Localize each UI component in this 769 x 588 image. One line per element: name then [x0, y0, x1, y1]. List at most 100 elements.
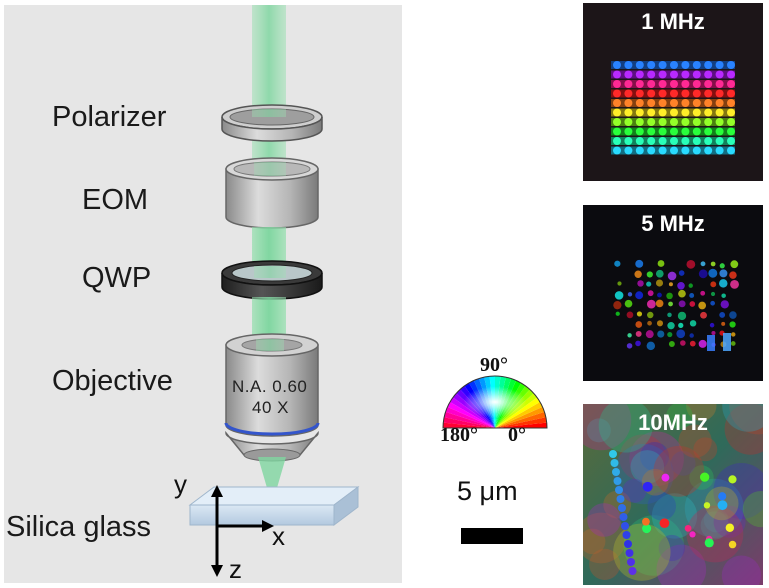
map-dot [613, 80, 621, 88]
map-dot [647, 89, 656, 98]
map-dot [635, 146, 644, 155]
map-dot [610, 459, 619, 467]
map-dot [681, 137, 690, 145]
map-dot [613, 108, 621, 117]
map-dot [624, 89, 633, 98]
map-dot [657, 292, 662, 298]
map-dot [681, 99, 690, 107]
map-dot [646, 281, 652, 287]
wheel-90-label: 90° [480, 354, 508, 376]
map-dot [698, 269, 708, 279]
map-dot [647, 137, 656, 145]
map-dot [624, 118, 633, 126]
map-dot [635, 99, 644, 107]
map-dot [731, 332, 736, 337]
map-dot [642, 523, 652, 534]
map-dot [624, 540, 632, 548]
map-dot [710, 300, 716, 306]
map-dot [627, 333, 632, 338]
map-dot [715, 118, 724, 126]
map-dot [678, 300, 686, 308]
map-dot [647, 70, 656, 79]
scale-bar [461, 528, 523, 544]
map-dot [681, 108, 690, 117]
map-dot [715, 108, 724, 117]
map-dot [624, 80, 633, 88]
map-dot [647, 311, 654, 319]
objective-label: Objective [52, 365, 173, 397]
map-dot [661, 473, 670, 482]
map-dot [681, 127, 690, 136]
map-dot [635, 340, 641, 347]
axis-y-label: y [174, 469, 187, 499]
polarizer-label: Polarizer [52, 101, 167, 133]
map-dot [612, 468, 620, 476]
map-dot [614, 260, 621, 267]
map-dot [659, 518, 670, 529]
map-1mhz: 1 MHz [583, 3, 763, 181]
map-dot [658, 108, 667, 117]
wheel-180-label: 180° [440, 424, 478, 446]
map-dot [635, 108, 644, 117]
map-dot [710, 291, 716, 297]
map-dot [727, 137, 735, 145]
map-dot [646, 341, 656, 351]
map-dot [642, 481, 653, 492]
map-dot [681, 146, 690, 155]
map-dot [727, 89, 735, 98]
map-dot [624, 127, 633, 136]
map-dot [613, 118, 621, 126]
objective-mag-text: 40 X [252, 398, 289, 417]
map-dot [704, 89, 713, 98]
map-dot [667, 312, 672, 318]
map-dot [729, 311, 737, 319]
map-dot [727, 80, 735, 88]
map-dot [624, 299, 633, 308]
map-dot [670, 127, 678, 136]
map-dot [729, 321, 736, 328]
map-dot [704, 108, 713, 117]
objective-na-text: N.A. 0.60 [232, 377, 308, 396]
map-dot [719, 279, 728, 288]
map-10mhz-label: 10MHz [638, 410, 708, 435]
eom-element [225, 157, 319, 229]
hue-semicircle [442, 375, 548, 429]
map-dot [715, 80, 724, 88]
wheel-0-label: 0° [508, 424, 526, 446]
map-dot [624, 99, 633, 107]
scale-bar-label: 5 μm [457, 476, 518, 506]
map-dot [727, 61, 735, 69]
map-dot [635, 118, 644, 126]
map-dot [613, 127, 621, 136]
map-dot [625, 549, 634, 557]
map-dot [668, 341, 675, 347]
map-dot [680, 340, 686, 346]
map-dot [715, 146, 724, 155]
map-dot [711, 330, 716, 336]
map-dot [635, 80, 644, 88]
map-dot [699, 472, 710, 482]
map-dot [667, 271, 677, 281]
map-dot [670, 118, 678, 126]
map-dot [613, 477, 622, 485]
map-dot [647, 80, 656, 88]
map-5mhz: 5 MHz [583, 205, 763, 381]
map-dot [622, 531, 631, 539]
map-dot [670, 146, 678, 155]
map-dot [657, 260, 665, 267]
map-dot [684, 524, 692, 532]
map-dot [670, 70, 678, 79]
map-dot [614, 291, 624, 300]
map-dot [708, 268, 718, 278]
map-dot [658, 61, 667, 69]
map-dot [692, 127, 701, 136]
map-dot [681, 89, 690, 98]
map-dot [715, 61, 724, 69]
map-dot [626, 343, 633, 349]
map-dot [677, 311, 687, 321]
map-dot [646, 299, 656, 309]
map-dot [613, 137, 621, 145]
map-dot [666, 292, 673, 300]
qwp-element [221, 260, 323, 300]
map-dot [615, 486, 623, 494]
